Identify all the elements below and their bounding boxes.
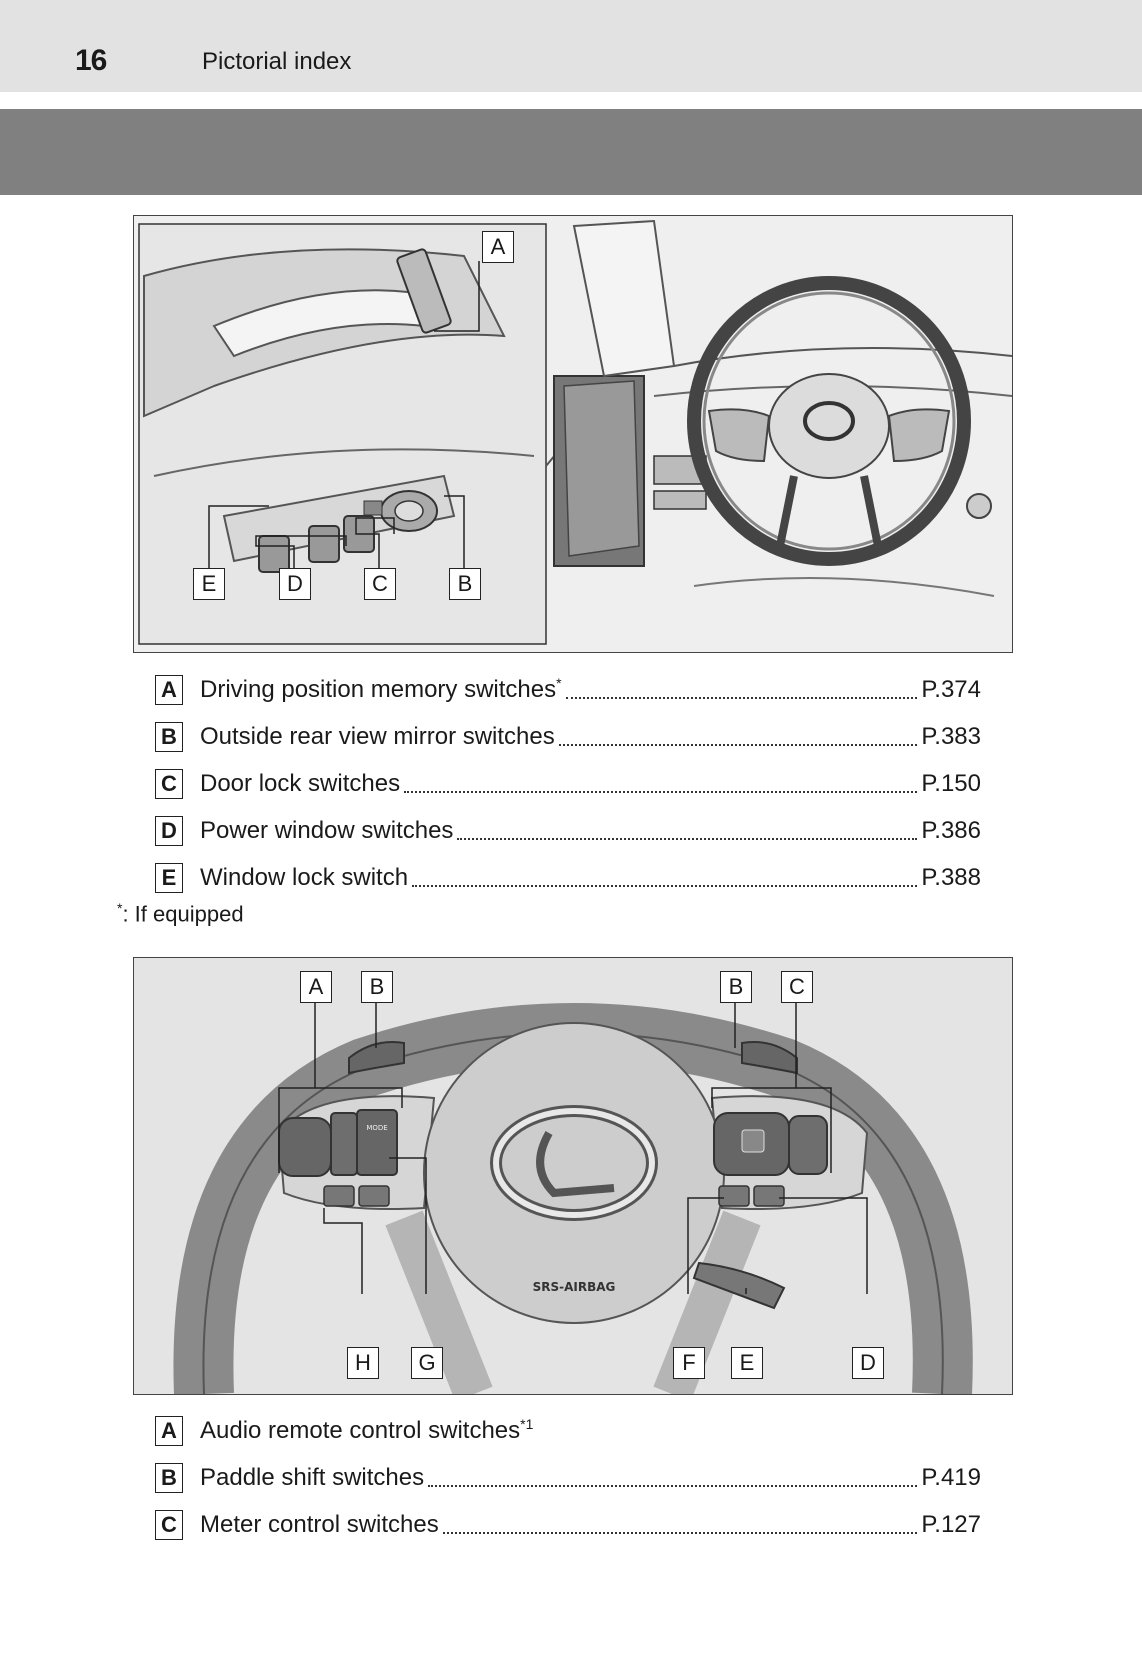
item-letter: D	[155, 815, 183, 846]
equipped-mark: *1	[520, 1416, 534, 1432]
callout-h: H	[347, 1347, 379, 1379]
item-label: Meter control switches	[200, 1510, 439, 1538]
footnote: *: If equipped	[117, 900, 244, 927]
callout-b: B	[449, 568, 481, 600]
item-label: Outside rear view mirror switches	[200, 722, 555, 750]
list-item: C Meter control switches P.127	[155, 1501, 981, 1548]
callout-b-right: B	[720, 971, 752, 1003]
mode-label: MODE	[366, 1124, 387, 1132]
page-reference[interactable]: P.383	[921, 722, 981, 750]
item-label: Audio remote control switches	[200, 1417, 521, 1444]
list-item: B Outside rear view mirror switches P.38…	[155, 713, 981, 760]
callout-a: A	[300, 971, 332, 1003]
callout-c: C	[364, 568, 396, 600]
item-letter: A	[155, 674, 183, 705]
item-label: Power window switches	[200, 816, 454, 844]
page-reference[interactable]: P.127	[921, 1510, 981, 1538]
leader-dots	[404, 790, 918, 793]
equipped-mark: *	[556, 675, 562, 691]
list-item: D Power window switches P.386	[155, 807, 981, 854]
door-switches-illustration: A E D C B	[133, 215, 1013, 653]
list-item: B Paddle shift switches P.419	[155, 1454, 981, 1501]
airbag-label: SRS-AIRBAG	[533, 1280, 616, 1294]
door-switches-list: A Driving position memory switches* P.37…	[155, 666, 981, 901]
page-reference[interactable]: P.388	[921, 863, 981, 891]
leader-dots	[412, 884, 918, 887]
leader-dots	[565, 696, 918, 699]
footnote-mark: *	[117, 900, 123, 916]
item-letter: B	[155, 1462, 183, 1493]
callout-d: D	[279, 568, 311, 600]
callout-f: F	[673, 1347, 705, 1379]
page-reference[interactable]: P.419	[921, 1463, 981, 1491]
callout-a: A	[482, 231, 514, 263]
callout-e: E	[731, 1347, 763, 1379]
leader-dots	[457, 837, 918, 840]
page-header: 16 Pictorial index	[0, 0, 1142, 92]
page-title: Pictorial index	[202, 48, 352, 75]
callout-g: G	[411, 1347, 443, 1379]
list-item: C Door lock switches P.150	[155, 760, 981, 807]
footnote-text: : If equipped	[122, 901, 244, 927]
item-label: Paddle shift switches	[200, 1463, 425, 1491]
leader-dots	[428, 1484, 918, 1487]
item-label: Window lock switch	[200, 863, 409, 891]
item-letter: C	[155, 768, 183, 799]
list-item: A Audio remote control switches*1	[155, 1407, 981, 1454]
item-letter: A	[155, 1415, 183, 1446]
page-reference[interactable]: P.374	[921, 675, 981, 703]
leader-dots	[442, 1531, 918, 1534]
steering-switches-list: A Audio remote control switches*1 B Padd…	[155, 1407, 981, 1548]
page-reference[interactable]: P.386	[921, 816, 981, 844]
item-letter: C	[155, 1509, 183, 1540]
steering-wheel-illustration: SRS-AIRBAG MODE A B B C H G F E	[133, 957, 1013, 1395]
item-letter: B	[155, 721, 183, 752]
item-letter: E	[155, 862, 183, 893]
steering-wheel-drawing: SRS-AIRBAG MODE	[134, 958, 1012, 1394]
callout-c: C	[781, 971, 813, 1003]
page-reference[interactable]: P.150	[921, 769, 981, 797]
callout-e: E	[193, 568, 225, 600]
page-number: 16	[75, 44, 107, 77]
door-interior-drawing	[134, 216, 1012, 652]
leader-dots	[558, 743, 918, 746]
list-item: A Driving position memory switches* P.37…	[155, 666, 981, 713]
item-label: Driving position memory switches	[200, 676, 557, 703]
callout-d: D	[852, 1347, 884, 1379]
callout-b-left: B	[361, 971, 393, 1003]
item-label: Door lock switches	[200, 769, 401, 797]
section-band	[0, 109, 1142, 195]
list-item: E Window lock switch P.388	[155, 854, 981, 901]
